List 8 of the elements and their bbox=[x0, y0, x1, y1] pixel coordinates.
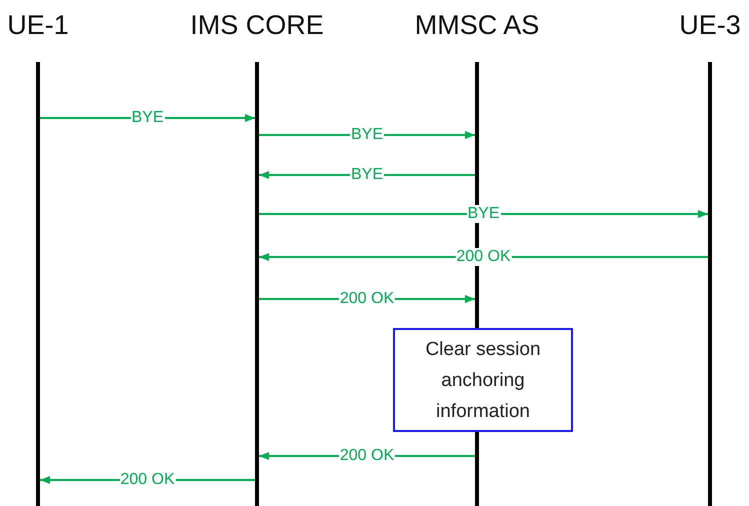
participant-label: IMS CORE bbox=[190, 10, 324, 41]
participant-label: UE-3 bbox=[679, 10, 741, 41]
participant-label: MMSC AS bbox=[414, 10, 540, 41]
participant-label: UE-1 bbox=[7, 10, 69, 41]
edge-label: BYE bbox=[466, 205, 500, 223]
action-box: Clear session anchoring information bbox=[393, 328, 573, 432]
edge-label: 200 OK bbox=[455, 248, 512, 266]
message-arrow bbox=[259, 210, 708, 218]
